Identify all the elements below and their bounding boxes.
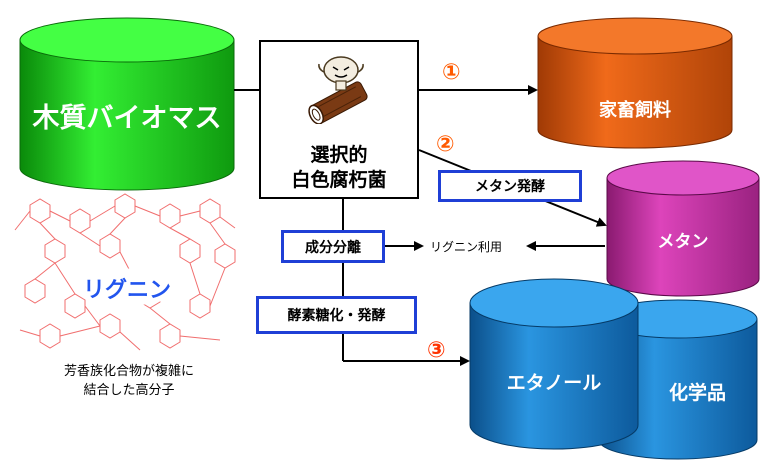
lignin-callout — [74, 268, 180, 306]
enzymatic-saccharification-box: 酵素糖化・発酵 — [256, 296, 417, 334]
fungus-label-line1: 選択的 — [310, 144, 368, 166]
feed-label: 家畜飼料 — [599, 100, 671, 121]
methane-fermentation-box: メタン発酵 — [438, 170, 582, 202]
lignin-use-label: リグニン利用 — [430, 240, 503, 254]
methane-cylinder — [606, 160, 760, 297]
woody-biomass-cylinder — [19, 17, 235, 191]
route-number-2: ② — [436, 132, 455, 157]
mushroom-on-log-icon — [308, 56, 368, 124]
ethanol-cylinder — [469, 278, 639, 450]
fungus-box: 選択的 白色腐朽菌 — [259, 40, 419, 199]
route-number-1: ① — [442, 60, 461, 85]
lignin-structure-icon — [14, 193, 236, 351]
methane-label: メタン — [657, 232, 709, 252]
lignin-desc-line2: 結合した高分子 — [83, 383, 175, 398]
woody-biomass-label: 木質バイオマス — [32, 103, 222, 134]
fungus-label-line2: 白色腐朽菌 — [291, 169, 387, 191]
lignin-label: リグニン — [82, 278, 171, 303]
feed-cylinder — [537, 17, 733, 149]
chemicals-label: 化学品 — [668, 382, 726, 404]
component-separation-box: 成分分離 — [281, 230, 385, 263]
ethanol-label: エタノール — [506, 372, 602, 394]
lignin-desc-line1: 芳香族化合物が複雑に — [63, 364, 194, 379]
route-number-3: ③ — [427, 338, 446, 363]
